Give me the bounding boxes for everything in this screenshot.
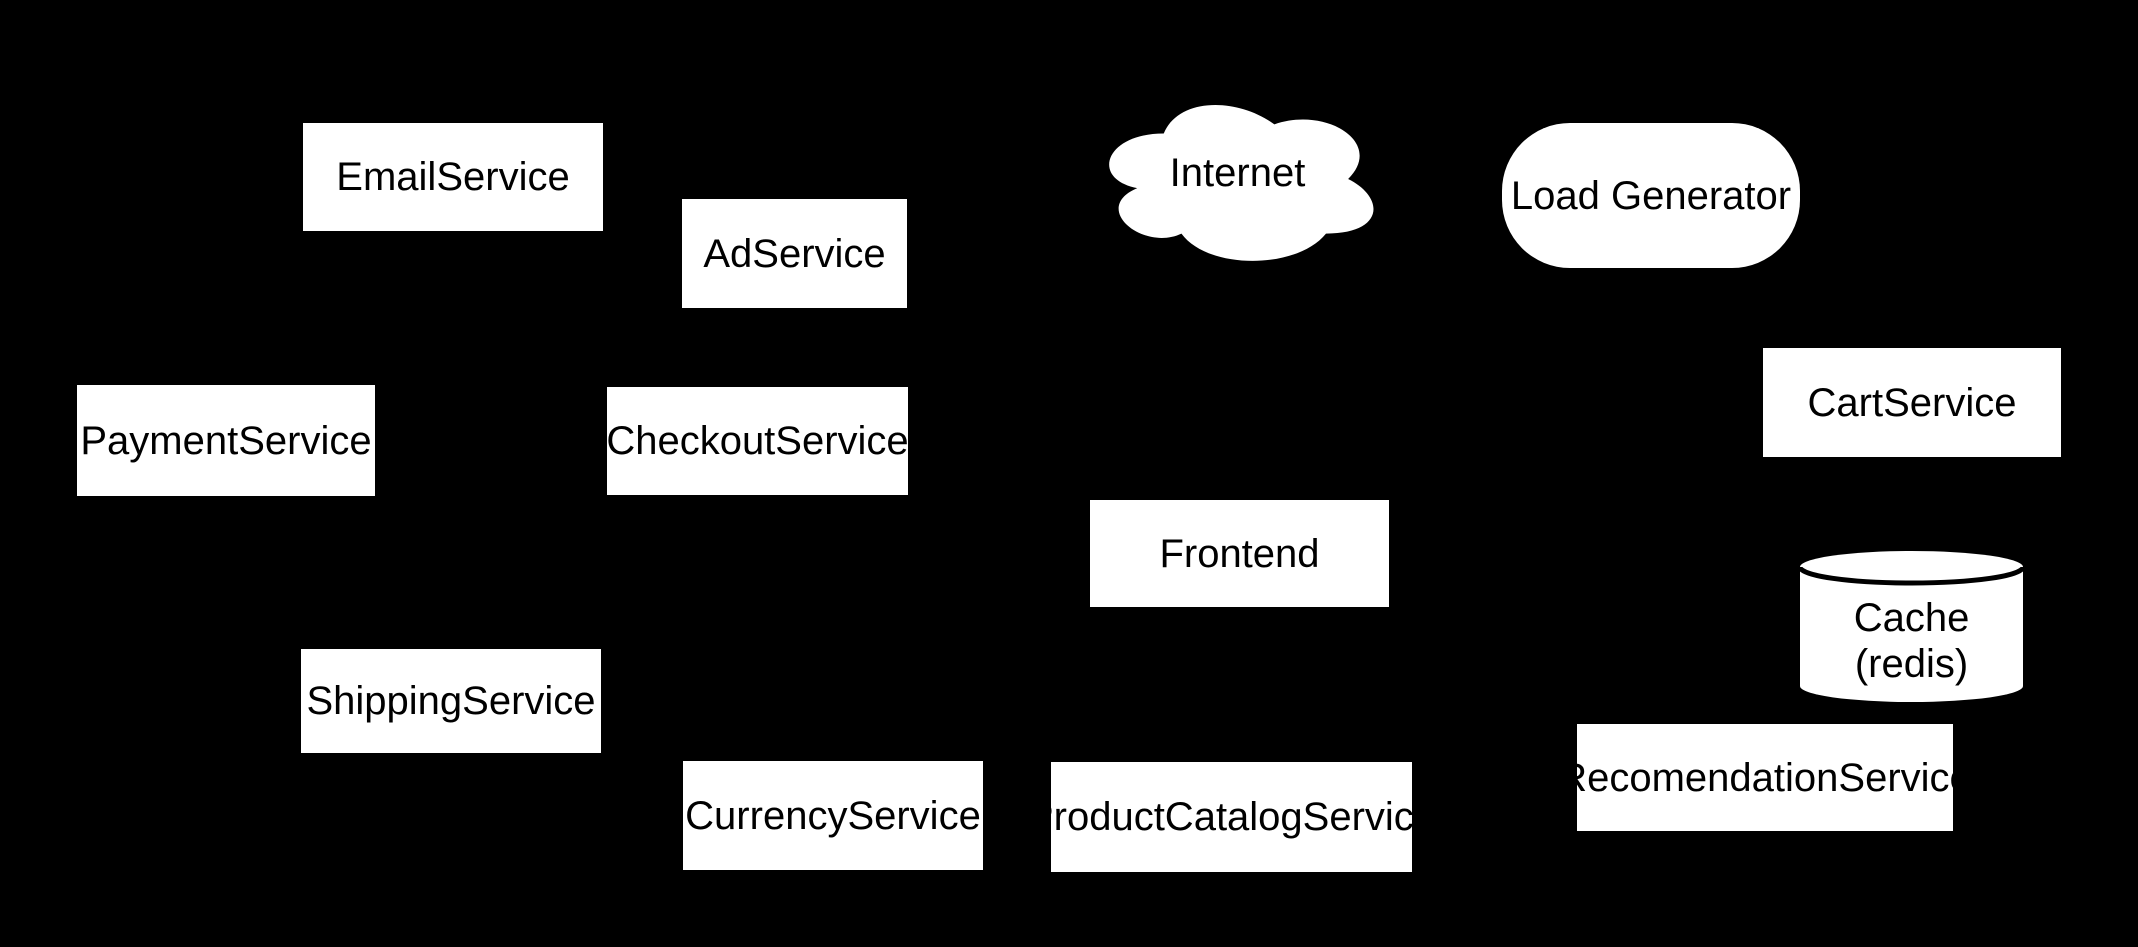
- node-email-service: EmailService: [303, 123, 603, 231]
- node-currency-service: CurrencyService: [683, 761, 983, 870]
- node-label-frontend: Frontend: [1159, 531, 1320, 576]
- node-cache-redis: Cache(redis): [1800, 551, 2023, 702]
- node-recomendation-service: RecomendationService: [1558, 724, 1972, 831]
- node-internet: Internet: [1090, 88, 1385, 270]
- cloud-icon: [1109, 104, 1374, 261]
- node-ad-service: AdService: [682, 199, 907, 308]
- node-label-currency-service: CurrencyService: [685, 793, 981, 838]
- node-load-generator: Load Generator: [1502, 123, 1800, 268]
- node-label-recomendation-service: RecomendationService: [1558, 755, 1972, 800]
- node-cart-service: CartService: [1763, 348, 2061, 457]
- node-label-ad-service: AdService: [703, 231, 886, 276]
- node-label-checkout-service: CheckoutService: [606, 419, 909, 463]
- node-checkout-service: CheckoutService: [606, 387, 909, 495]
- node-label-email-service: EmailService: [336, 155, 570, 199]
- node-product-catalog-service: ProductCatalogService: [1026, 762, 1437, 872]
- database-cylinder-icon: [1800, 551, 2023, 702]
- node-label-load-generator: Load Generator: [1510, 173, 1792, 218]
- node-label-shipping-service: ShippingService: [306, 679, 596, 723]
- node-label-product-catalog-service: ProductCatalogService: [1026, 795, 1437, 839]
- node-frontend: Frontend: [1090, 500, 1389, 607]
- node-payment-service: PaymentService: [77, 385, 375, 496]
- node-label-payment-service: PaymentService: [80, 418, 372, 463]
- node-shipping-service: ShippingService: [301, 649, 601, 753]
- node-label-cart-service: CartService: [1807, 380, 2017, 425]
